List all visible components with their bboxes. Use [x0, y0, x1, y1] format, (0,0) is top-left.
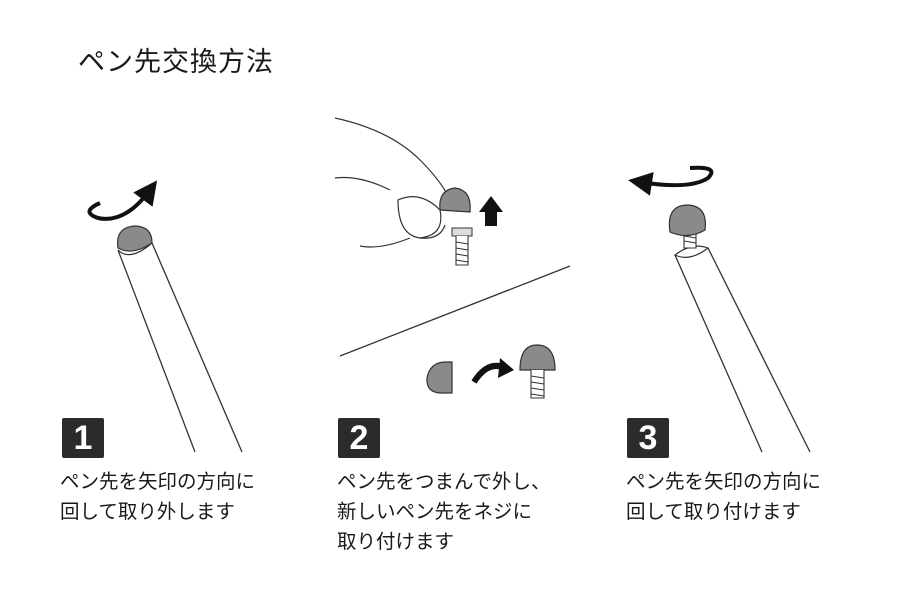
rotate-arrow-icon — [628, 165, 714, 196]
page-title: ペン先交換方法 — [78, 47, 274, 78]
step-2-badge: 2 — [338, 418, 380, 458]
pen-tip-icon — [668, 204, 706, 237]
pen-tip-icon — [439, 187, 471, 213]
divider-line — [339, 265, 571, 357]
caption-line: 回して取り付けます — [626, 500, 801, 523]
pen-step1 — [87, 180, 243, 453]
screw-icon — [455, 236, 469, 266]
caption-line: 取り付けます — [337, 530, 455, 553]
caption-line: 回して取り外します — [60, 500, 235, 523]
caption-line: ペン先をつまんで外し、 — [337, 470, 551, 493]
step-1-caption: ペン先を矢印の方向に 回して取り外します — [60, 467, 255, 527]
step-2-caption: ペン先をつまんで外し、 新しいペン先をネジに 取り付けます — [337, 467, 551, 557]
caption-line: ペン先を矢印の方向に — [626, 470, 822, 493]
pen-step3 — [628, 165, 811, 453]
caption-line: ペン先を矢印の方向に — [60, 470, 256, 493]
caption-line: 新しいペン先をネジに — [337, 500, 533, 523]
screw-icon — [530, 370, 545, 399]
step-1-badge: 1 — [62, 418, 104, 458]
old-tip-icon — [426, 361, 453, 394]
replace-tip — [426, 344, 556, 399]
up-arrow-icon — [479, 196, 503, 226]
pen-tip-icon — [116, 225, 153, 252]
curved-arrow-icon — [498, 358, 514, 378]
new-tip-icon — [519, 344, 556, 371]
rotate-arrow-icon — [87, 180, 158, 221]
step-3-caption: ペン先を矢印の方向に 回して取り付けます — [626, 467, 821, 527]
hand-removing-tip — [334, 117, 503, 266]
step-3-badge: 3 — [627, 418, 669, 458]
